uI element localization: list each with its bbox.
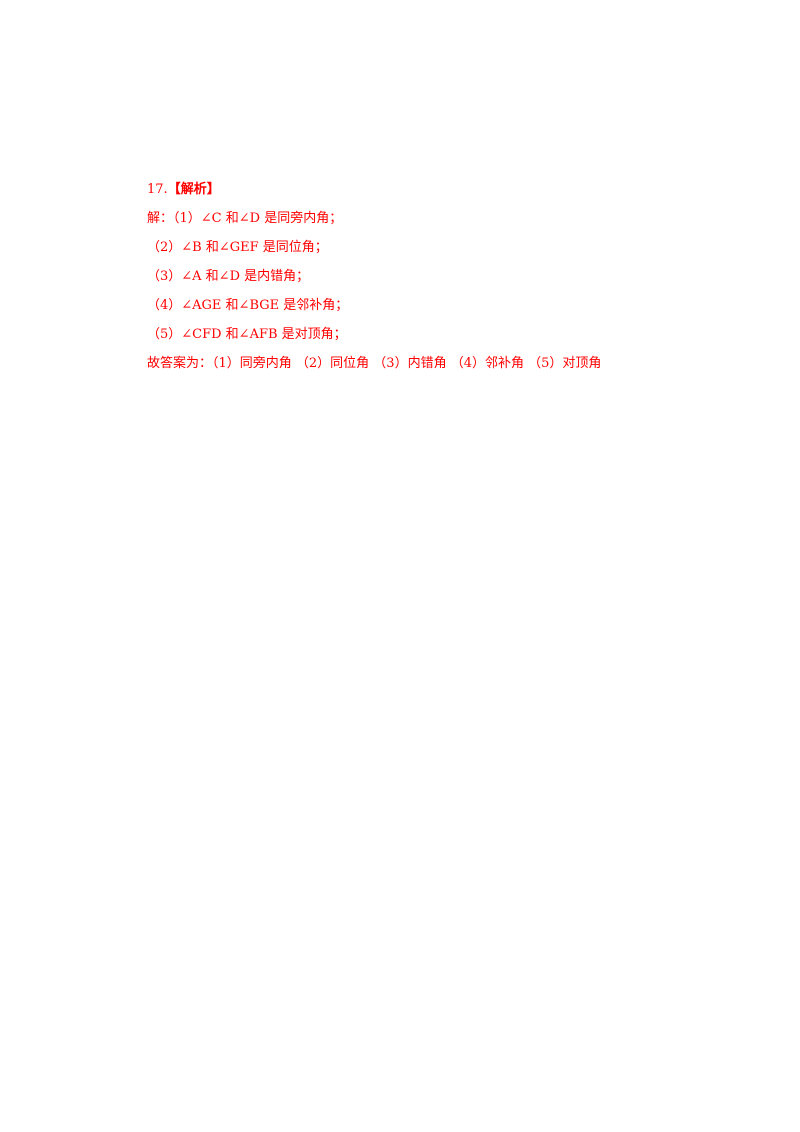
solution-line-2: （2）∠B 和∠GEF 是同位角； bbox=[147, 240, 328, 255]
answer-summary-line: 故答案为：（1）同旁内角 （2）同位角 （3）内错角 （4）邻补角 （5）对顶角 bbox=[147, 356, 602, 371]
solution-line-5: （5）∠CFD 和∠AFB 是对顶角； bbox=[147, 327, 347, 342]
analysis-title: 【解析】 bbox=[167, 182, 220, 197]
solution-heading: 17.【解析】 bbox=[147, 182, 747, 198]
solution-line-4: （4）∠AGE 和∠BGE 是邻补角； bbox=[147, 298, 349, 313]
solution-block: 17.【解析】 解：（1）∠C 和∠D 是同旁内角； （2）∠B 和∠GEF 是… bbox=[147, 182, 747, 385]
solution-line-3: （3）∠A 和∠D 是内错角； bbox=[147, 269, 310, 284]
question-number: 17. bbox=[147, 182, 168, 197]
solution-line-1: 解：（1）∠C 和∠D 是同旁内角； bbox=[147, 211, 343, 226]
